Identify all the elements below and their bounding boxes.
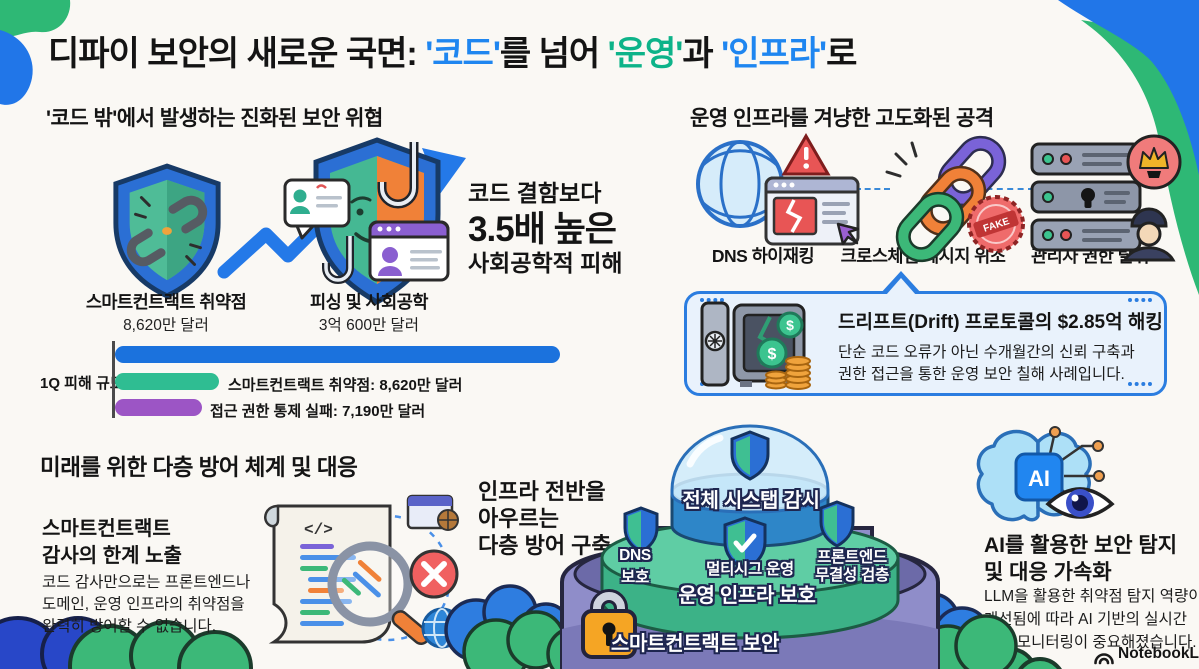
padlock-icon <box>581 589 637 659</box>
code-audit-scroll-icon: </> <box>264 494 463 649</box>
brand-label: NotebookLM <box>1118 645 1199 662</box>
audit-subheading-line2: 감사의 한계 노출 <box>42 545 182 567</box>
corner-blob-top-right <box>1058 0 1199 295</box>
bar-smart-contract <box>115 373 219 390</box>
svg-text:$: $ <box>768 346 777 363</box>
callout-deco-dots <box>1128 298 1152 302</box>
corner-blob-top-left <box>0 0 71 105</box>
castle-mid-label: 운영 인프라 보호 <box>678 585 816 607</box>
bar-smart-contract-label: 스마트컨트랙트 취약점: 8,620만 달러 <box>228 377 463 394</box>
dome-shield-icon <box>730 430 770 481</box>
cloud-bottom-left <box>0 616 253 669</box>
castle-intro-line1: 인프라 전반을 <box>478 479 606 504</box>
shield-broken-chain-icon <box>113 163 221 299</box>
right-section-heading: 운영 인프라를 겨냥한 고도화된 공격 <box>690 107 994 130</box>
title-part: 디파이 보안의 새로운 국면: <box>48 35 426 73</box>
stat-line1: 코드 결함보다 <box>468 180 602 206</box>
ai-heading-line2: 및 대응 가속화 <box>984 561 1112 584</box>
callout-deco-dots <box>1128 382 1152 386</box>
bar-phishing <box>115 346 560 363</box>
eye-icon <box>1045 487 1115 519</box>
phishing-profile-card-icon <box>368 220 450 282</box>
callout-pointer-fill <box>886 278 916 295</box>
callout-title: 드리프트(Drift) 프로토콜의 $2.85억 해킹 <box>838 312 1163 333</box>
audit-body-line3: 완력히 방어할 수 없습니다. <box>42 618 217 635</box>
chart-axis-line <box>112 341 115 418</box>
castle-base-label: 스마트컨트랙트 보안 <box>610 633 780 655</box>
callout-body-line2: 권한 접근을 통한 운영 보안 칠해 사례입니다. <box>838 366 1125 383</box>
audit-body-line1: 코드 감사만으로는 프론트엔드나 <box>42 574 251 591</box>
crosschain-fake-icon: FAKE <box>885 135 1025 263</box>
multisig-shield-icon <box>723 516 767 572</box>
shield1-value: 8,620만 달러 <box>123 317 209 334</box>
castle-dome-label: 전체 시스탭 감시 <box>682 490 820 512</box>
bar-access-control-label: 접근 권한 통제 실패: 7,190만 달러 <box>210 403 426 420</box>
audit-subheading-line1: 스마트컨트랙트 <box>42 518 171 540</box>
title-keyword-operations: '운영' <box>607 35 684 73</box>
bar-access-control <box>115 399 202 416</box>
audit-body-line2: 도메인, 운영 인프라의 취약점을 <box>42 596 245 613</box>
dns-hijack-icon <box>696 133 860 246</box>
shield1-label: 스마트컨트랙트 취약점 <box>85 292 247 312</box>
title-keyword-infra: '인프라' <box>721 35 827 73</box>
attack1-label: DNS 하이재킹 <box>711 246 815 266</box>
left-section-heading: '코드 밖'에서 발생하는 진화된 보안 위협 <box>46 107 383 130</box>
callout-deco-dots <box>700 298 724 302</box>
title-keyword-code: '코드' <box>425 35 501 73</box>
server-takeover-icon <box>1030 134 1182 262</box>
callout-body-line1: 단순 코드 오류가 아닌 수개월간의 신뢰 구축과 <box>838 344 1135 361</box>
castle-dns-label-line1: DNS <box>619 547 651 564</box>
castle-dns-label-line2: 보호 <box>621 569 649 586</box>
title-part: 로 <box>826 35 857 73</box>
ai-body-line3: 보안 모니터링이 중요해졌습니다. <box>984 634 1197 651</box>
chart-axis-label: 1Q 피해 규모 <box>40 375 124 392</box>
ai-body-line2: 개선됨에 따라 AI 기반의 실시간 <box>984 611 1187 628</box>
page-title: 디파이 보안의 새로운 국면: '코드'를 넘어 '운영'과 '인프라'로 <box>48 26 857 75</box>
shield2-value: 3억 600만 달러 <box>318 317 420 334</box>
frontend-shield-icon <box>819 500 855 548</box>
ai-body-line1: LLM을 활용한 취약점 탐지 역량이 <box>984 588 1199 605</box>
svg-text:$: $ <box>786 317 794 333</box>
stat-line3: 사회공학적 피해 <box>468 250 623 276</box>
svg-text:</>: </> <box>304 521 333 539</box>
connector-dashed-2 <box>976 188 1034 190</box>
ai-brain-eye-icon: AI <box>976 426 1115 522</box>
open-safe-coins-icon: $ $ <box>700 301 811 390</box>
stat-line2: 3.5배 높은 <box>468 210 617 249</box>
title-part: 를 넘어 <box>499 35 608 73</box>
shield2-label: 피싱 및 사회공학 <box>310 292 428 312</box>
notebooklm-logo-icon <box>1094 653 1114 665</box>
ai-chip-text: AI <box>1028 466 1050 491</box>
castle-intro-line3: 다층 방어 구축 <box>478 533 612 558</box>
dns-shield-icon <box>623 506 659 554</box>
defense-section-heading: 미래를 위한 다층 방어 체계 및 대응 <box>40 455 358 480</box>
castle-frontend-label-line2: 무결성 검층 <box>815 567 889 584</box>
defense-castle-illustration <box>444 424 1018 669</box>
title-part: 과 <box>682 35 722 73</box>
phishing-id-card-icon <box>283 178 351 240</box>
castle-frontend-label-line1: 프론트엔드 <box>817 549 887 566</box>
castle-intro-line2: 아우르는 <box>478 506 559 531</box>
ai-heading-line1: AI를 활용한 보안 탐지 <box>984 534 1178 557</box>
castle-multisig-label: 멀티시그 운영 <box>706 561 794 578</box>
